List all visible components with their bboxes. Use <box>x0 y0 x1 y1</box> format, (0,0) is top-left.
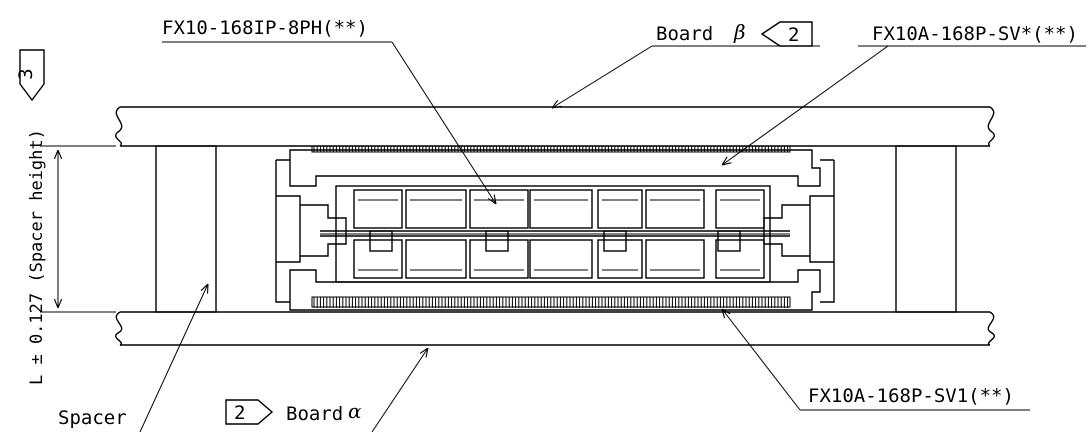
spacer-right <box>895 145 957 313</box>
board-beta-label: Board <box>656 23 713 45</box>
beta-symbol: β <box>733 20 746 44</box>
board-beta-note-tag: 2 <box>760 21 813 47</box>
connector-body <box>275 145 835 311</box>
spacer-height-dimension <box>40 145 116 313</box>
board-beta-outline <box>115 106 995 147</box>
spacer-height-label: L ± 0.127 (Spacer height) <box>27 129 47 385</box>
svg-text:3: 3 <box>15 68 37 79</box>
height-note-tag: 3 <box>15 49 45 102</box>
spacer-label: Spacer <box>58 407 127 429</box>
board-alpha-note-tag: 2 <box>225 399 274 425</box>
receptacle-bottom-label: FX10A-168P-SV1(**) <box>808 385 1014 407</box>
board-alpha-label: Board <box>286 403 343 425</box>
plug-part-label: FX10-168IP-8PH(**) <box>162 17 368 39</box>
spacer-left <box>155 145 217 313</box>
svg-text:2: 2 <box>788 24 799 46</box>
receptacle-top-label: FX10A-168P-SV*(**) <box>872 23 1078 45</box>
board-alpha-outline <box>115 311 995 346</box>
alpha-symbol: α <box>348 399 362 423</box>
svg-text:2: 2 <box>234 402 245 424</box>
